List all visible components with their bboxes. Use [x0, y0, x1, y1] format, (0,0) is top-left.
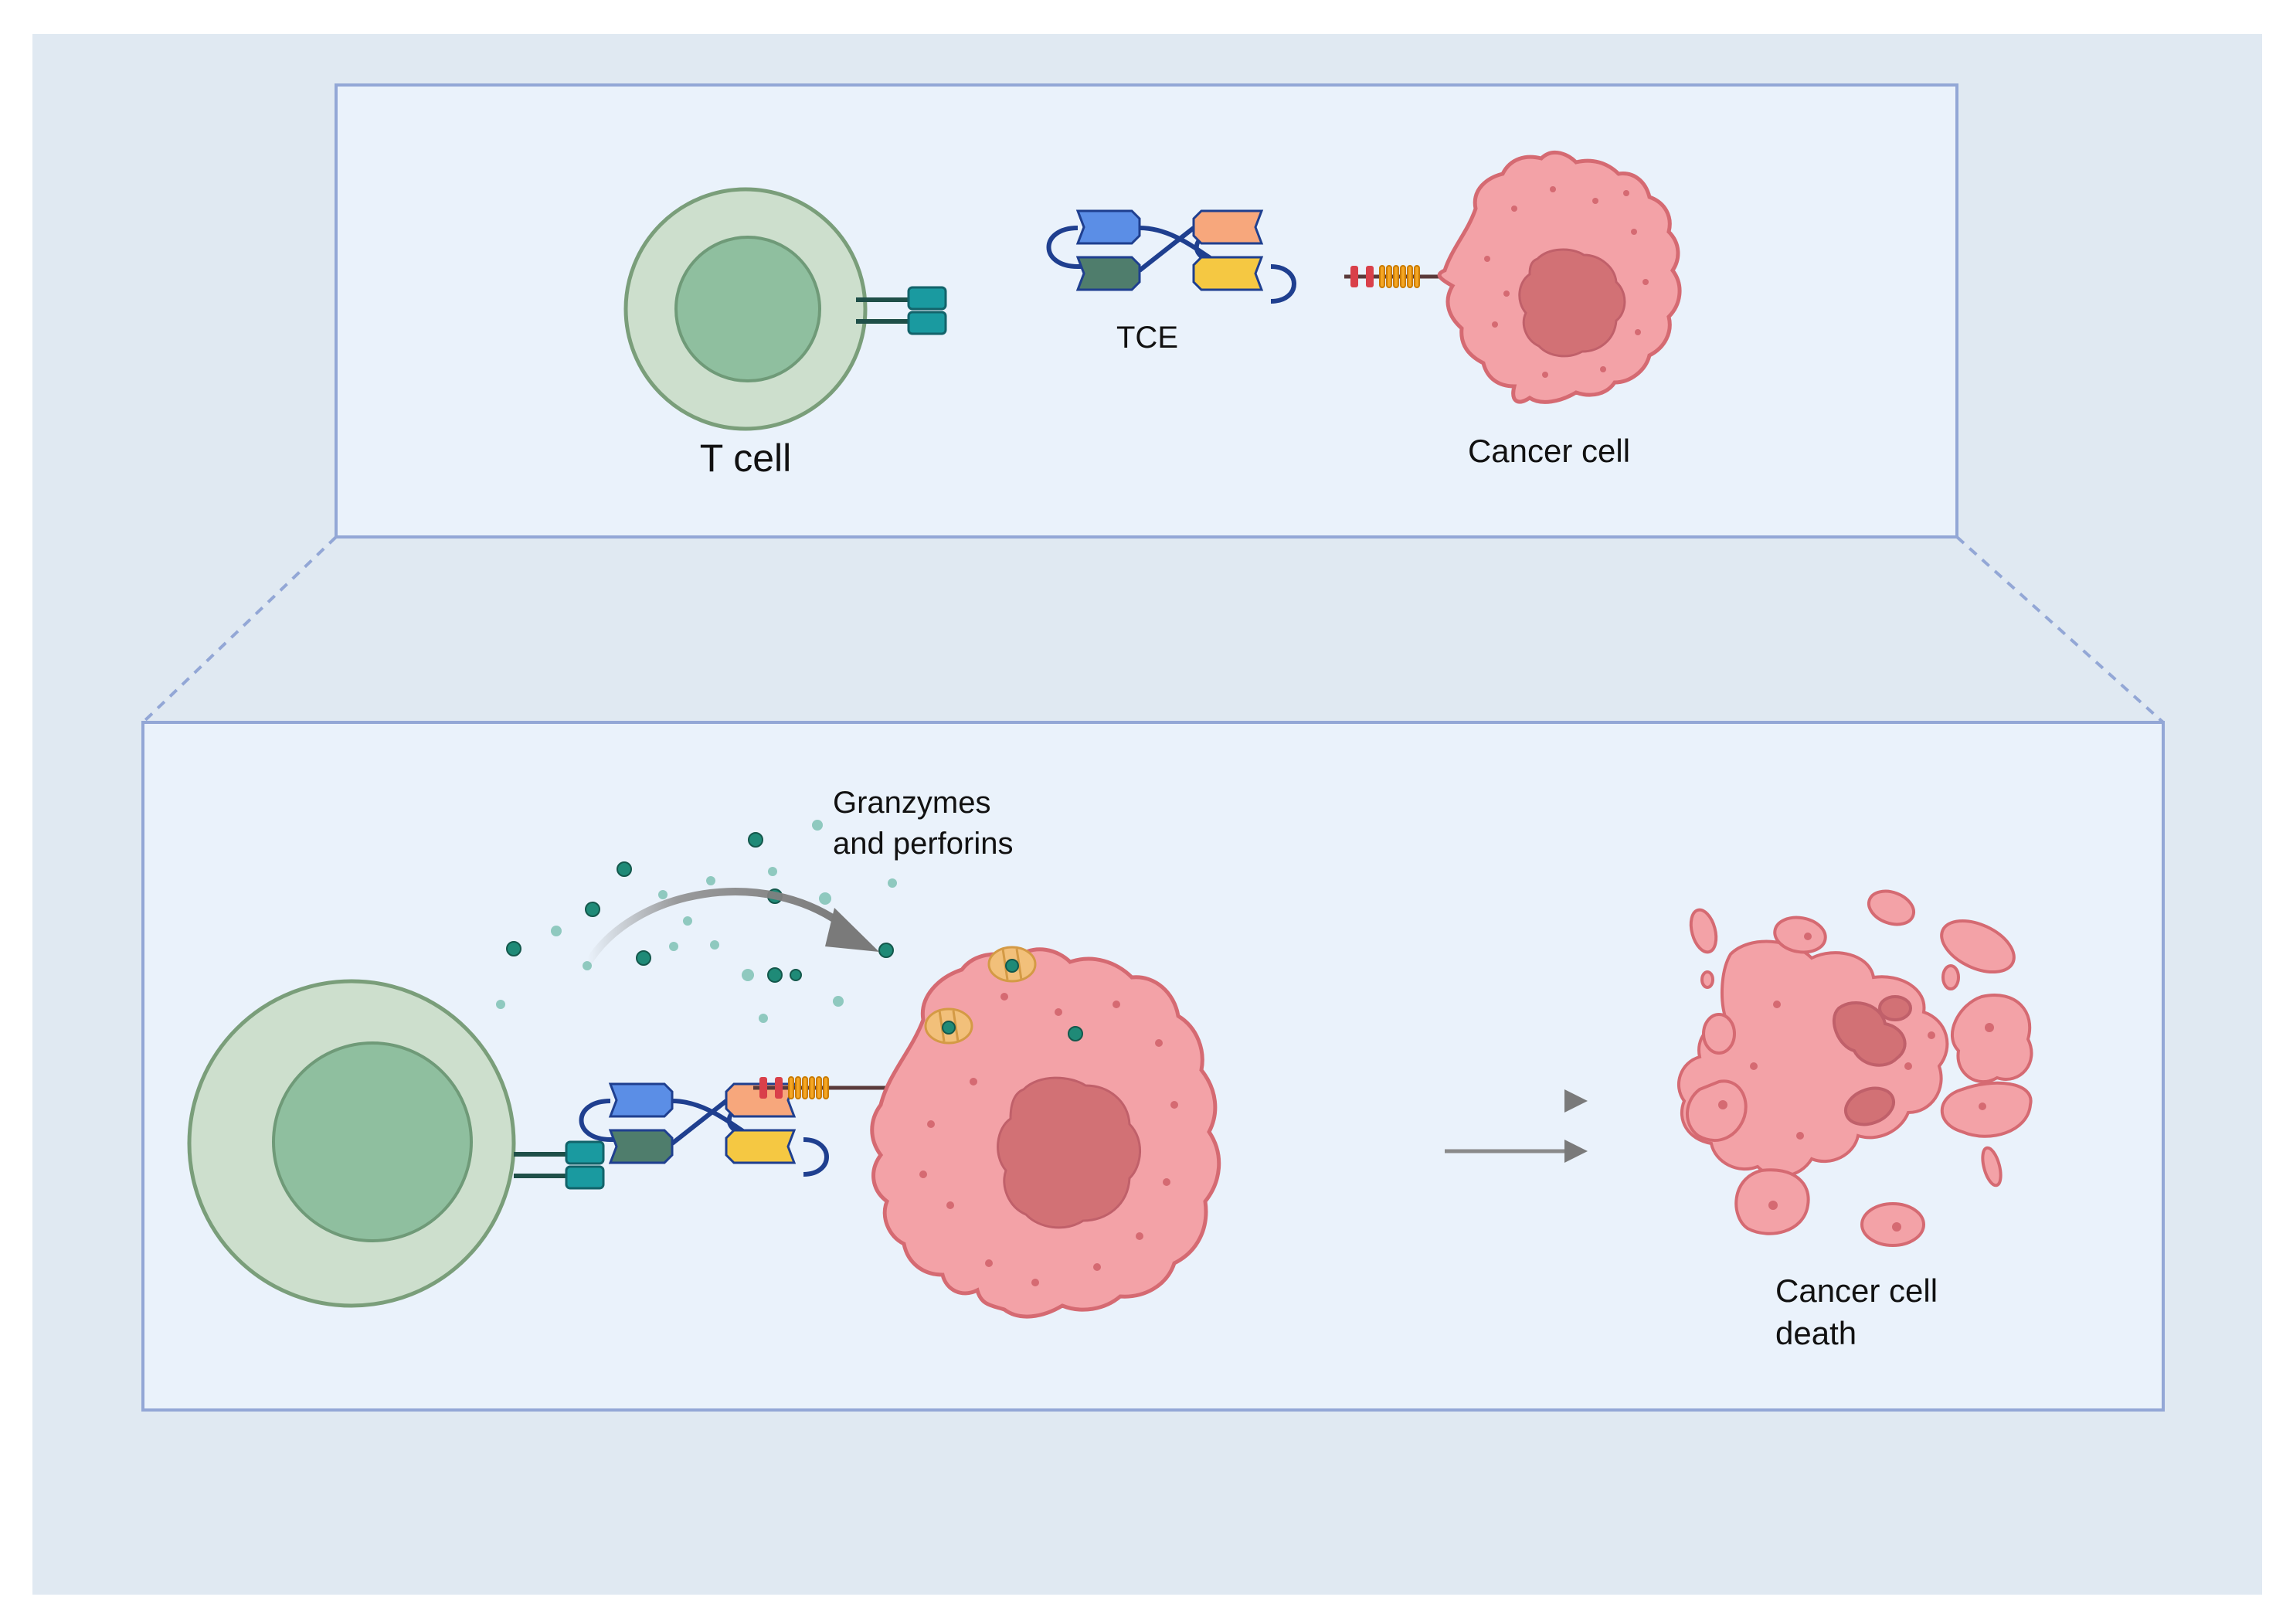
granzymes-label-line1: Granzymes: [833, 786, 991, 820]
granzymes-label-line2: and perforins: [833, 827, 1013, 861]
arrow-right-icon: [1371, 1089, 1588, 1113]
bottom-panel: Granzymes and perforins: [141, 721, 2165, 1412]
top-panel: T cell TCE Cancer cell: [335, 83, 1958, 539]
arrow-right-icon: [1445, 1140, 1588, 1163]
tce-label: TCE: [1116, 321, 1178, 355]
cancer-cell-death-label-line2: death: [1775, 1315, 1856, 1351]
granule-dots: [496, 820, 897, 1023]
granule-release-arrow-icon: [583, 888, 879, 968]
cancer-cell-icon: [1437, 150, 1682, 404]
fragment-speckles: [1718, 933, 1994, 1232]
t-cell-large-icon: [187, 979, 516, 1308]
cancer-cell-large-icon: [870, 947, 1221, 1319]
cancer-cell-death-label-line1: Cancer cell: [1775, 1272, 1938, 1309]
zoom-connector-lines: [141, 535, 2165, 724]
top-panel-frame: [335, 83, 1958, 539]
t-cell-label: T cell: [700, 437, 792, 480]
perforin-pore-icon: [987, 946, 1037, 983]
t-cell-icon: [623, 187, 868, 431]
cancer-cell-label: Cancer cell: [1468, 433, 1630, 469]
perforin-pore-icon: [924, 1007, 973, 1045]
